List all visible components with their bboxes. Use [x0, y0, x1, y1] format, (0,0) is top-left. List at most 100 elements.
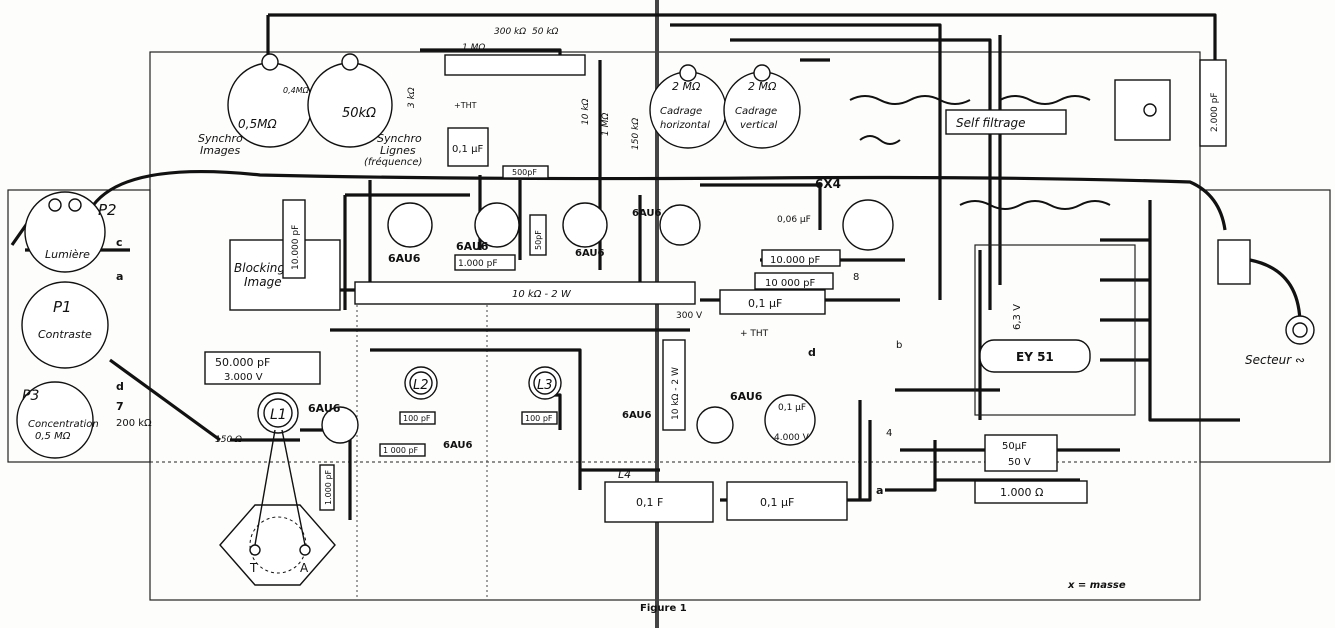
scan-fold-line — [655, 0, 659, 628]
svg-text:100 pF: 100 pF — [525, 414, 553, 423]
svg-text:300 V: 300 V — [676, 311, 703, 321]
svg-text:0,1 F: 0,1 F — [636, 496, 663, 509]
svg-text:1.000 pF: 1.000 pF — [324, 469, 333, 505]
svg-text:A: A — [300, 561, 309, 575]
svg-text:6AU6: 6AU6 — [730, 390, 763, 403]
svg-text:10 kΩ - 2 W: 10 kΩ - 2 W — [512, 289, 572, 300]
svg-text:(fréquence): (fréquence) — [364, 156, 422, 168]
svg-text:4: 4 — [886, 428, 892, 439]
pot-synchro-lignes[interactable]: 50kΩ Synchro Lignes (fréquence) — [307, 53, 422, 168]
svg-text:100 pF: 100 pF — [403, 414, 431, 423]
svg-text:c: c — [116, 236, 123, 249]
left-panel — [7, 189, 151, 463]
svg-text:d: d — [808, 346, 816, 359]
svg-text:10.000 pF: 10.000 pF — [770, 255, 821, 266]
svg-text:d: d — [116, 380, 124, 393]
pot-cadrage-vertical[interactable]: 2 MΩ Cadrage vertical — [723, 64, 801, 149]
svg-text:Synchro: Synchro — [198, 132, 243, 145]
svg-text:L4: L4 — [618, 468, 631, 481]
svg-text:Lumière: Lumière — [45, 248, 90, 261]
svg-text:P3: P3 — [22, 388, 39, 404]
svg-text:1.000 Ω: 1.000 Ω — [1000, 486, 1043, 499]
svg-text:0,1 μF: 0,1 μF — [778, 403, 806, 413]
svg-text:horizontal: horizontal — [660, 120, 710, 131]
pot-cadrage-horizontal[interactable]: 2 MΩ Cadrage horizontal — [649, 64, 727, 149]
tube-sockets: 6AU6 6AU6 6AU6 6AU6 6AU6 6AU6 6X4 6AU6 6… — [308, 177, 894, 451]
svg-text:10 kΩ - 2 W: 10 kΩ - 2 W — [671, 367, 681, 420]
svg-text:2 MΩ: 2 MΩ — [748, 80, 777, 93]
svg-text:6AU6: 6AU6 — [575, 248, 605, 259]
svg-text:2 MΩ: 2 MΩ — [672, 80, 701, 93]
svg-text:b: b — [896, 340, 902, 351]
pot-synchro-images[interactable]: 0,5MΩ Synchro Images 0,4MΩ — [198, 53, 313, 157]
self-filtrage: Self filtrage — [945, 79, 1171, 141]
figure-caption: Figure 1 — [640, 603, 687, 614]
svg-text:6AU6: 6AU6 — [456, 240, 489, 253]
pot-p3-concentration[interactable]: P3 Concentration 0,5 MΩ 7 200 kΩ — [16, 381, 152, 459]
svg-text:3.000 V: 3.000 V — [224, 372, 263, 383]
svg-text:Blocking: Blocking — [234, 261, 285, 275]
wire-harness — [10, 13, 1240, 520]
svg-text:Lignes: Lignes — [380, 144, 416, 157]
svg-text:0,1 μF: 0,1 μF — [760, 496, 794, 509]
misc-labels: +THT + THT 150 Ω d a 8 4 b — [215, 101, 902, 497]
svg-text:50pF: 50pF — [534, 230, 543, 250]
svg-text:Image: Image — [244, 275, 282, 289]
svg-text:0,1 μF: 0,1 μF — [452, 144, 483, 155]
svg-text:Cadrage: Cadrage — [735, 106, 777, 117]
svg-text:+THT: +THT — [454, 101, 477, 110]
svg-text:+ THT: + THT — [740, 329, 769, 339]
coils: L1 L2 L3 L4 — [257, 366, 631, 481]
svg-text:10.000 pF: 10.000 pF — [291, 225, 301, 270]
mains-connector: Secteur ∾ — [1217, 239, 1315, 367]
svg-text:1 MΩ: 1 MΩ — [601, 113, 611, 136]
svg-text:4.000 V: 4.000 V — [774, 433, 810, 443]
svg-text:Images: Images — [200, 144, 240, 157]
svg-text:Self filtrage: Self filtrage — [956, 116, 1025, 130]
svg-text:6,3 V: 6,3 V — [1012, 304, 1023, 330]
top-resistors: 1 MΩ 300 kΩ 50 kΩ 3 kΩ 10 kΩ 1 MΩ 150 kΩ — [407, 27, 641, 150]
svg-text:2.000 pF: 2.000 pF — [1210, 92, 1220, 132]
rectifier-ey51: EY 51 6,3 V — [974, 244, 1136, 416]
svg-text:0,1 μF: 0,1 μF — [748, 297, 782, 310]
terminal-strip: 10 kΩ - 2 W 300 V — [354, 281, 703, 321]
svg-text:50μF: 50μF — [1002, 441, 1027, 452]
pot-p2-lumiere[interactable]: P2 Lumière c a — [24, 191, 123, 283]
svg-text:1.000 pF: 1.000 pF — [458, 259, 498, 269]
svg-text:50kΩ: 50kΩ — [342, 106, 376, 121]
svg-text:Secteur ∾: Secteur ∾ — [1245, 353, 1305, 367]
svg-text:1 000 pF: 1 000 pF — [383, 446, 419, 455]
right-panel — [1199, 189, 1331, 463]
svg-text:P1: P1 — [53, 298, 72, 316]
svg-text:150 Ω: 150 Ω — [215, 435, 242, 445]
svg-text:200 kΩ: 200 kΩ — [116, 418, 152, 429]
svg-text:vertical: vertical — [740, 120, 778, 131]
svg-text:Synchro: Synchro — [377, 132, 422, 145]
svg-text:Concentration: Concentration — [28, 419, 99, 430]
svg-text:6AU6: 6AU6 — [632, 208, 662, 219]
svg-text:50.000 pF: 50.000 pF — [215, 356, 270, 369]
svg-text:T: T — [249, 561, 258, 575]
svg-text:0,06 μF: 0,06 μF — [777, 215, 811, 225]
capacitors: 0,1 μF 500pF 10.000 pF 1.000 pF 50pF 10.… — [204, 59, 1227, 523]
crt-socket: T A — [219, 429, 336, 586]
svg-text:Cadrage: Cadrage — [660, 106, 702, 117]
svg-text:Contraste: Contraste — [38, 328, 92, 341]
pot-p1-contraste[interactable]: P1 Contraste d — [21, 281, 124, 393]
svg-text:500pF: 500pF — [512, 168, 537, 177]
svg-text:300 kΩ: 300 kΩ — [494, 27, 526, 37]
svg-text:P2: P2 — [98, 201, 117, 219]
svg-text:150 kΩ: 150 kΩ — [631, 118, 641, 150]
svg-text:50 V: 50 V — [1008, 457, 1031, 468]
svg-text:1 MΩ: 1 MΩ — [462, 43, 485, 53]
svg-text:50 kΩ: 50 kΩ — [532, 27, 559, 37]
svg-text:3 kΩ: 3 kΩ — [407, 87, 417, 108]
svg-text:L1: L1 — [270, 407, 287, 423]
svg-text:10 000 pF: 10 000 pF — [765, 278, 816, 289]
svg-text:7: 7 — [116, 400, 124, 413]
svg-text:6AU6: 6AU6 — [443, 440, 473, 451]
svg-text:0,5MΩ: 0,5MΩ — [238, 117, 277, 131]
svg-text:L3: L3 — [537, 378, 553, 393]
svg-text:EY 51: EY 51 — [1016, 350, 1054, 364]
